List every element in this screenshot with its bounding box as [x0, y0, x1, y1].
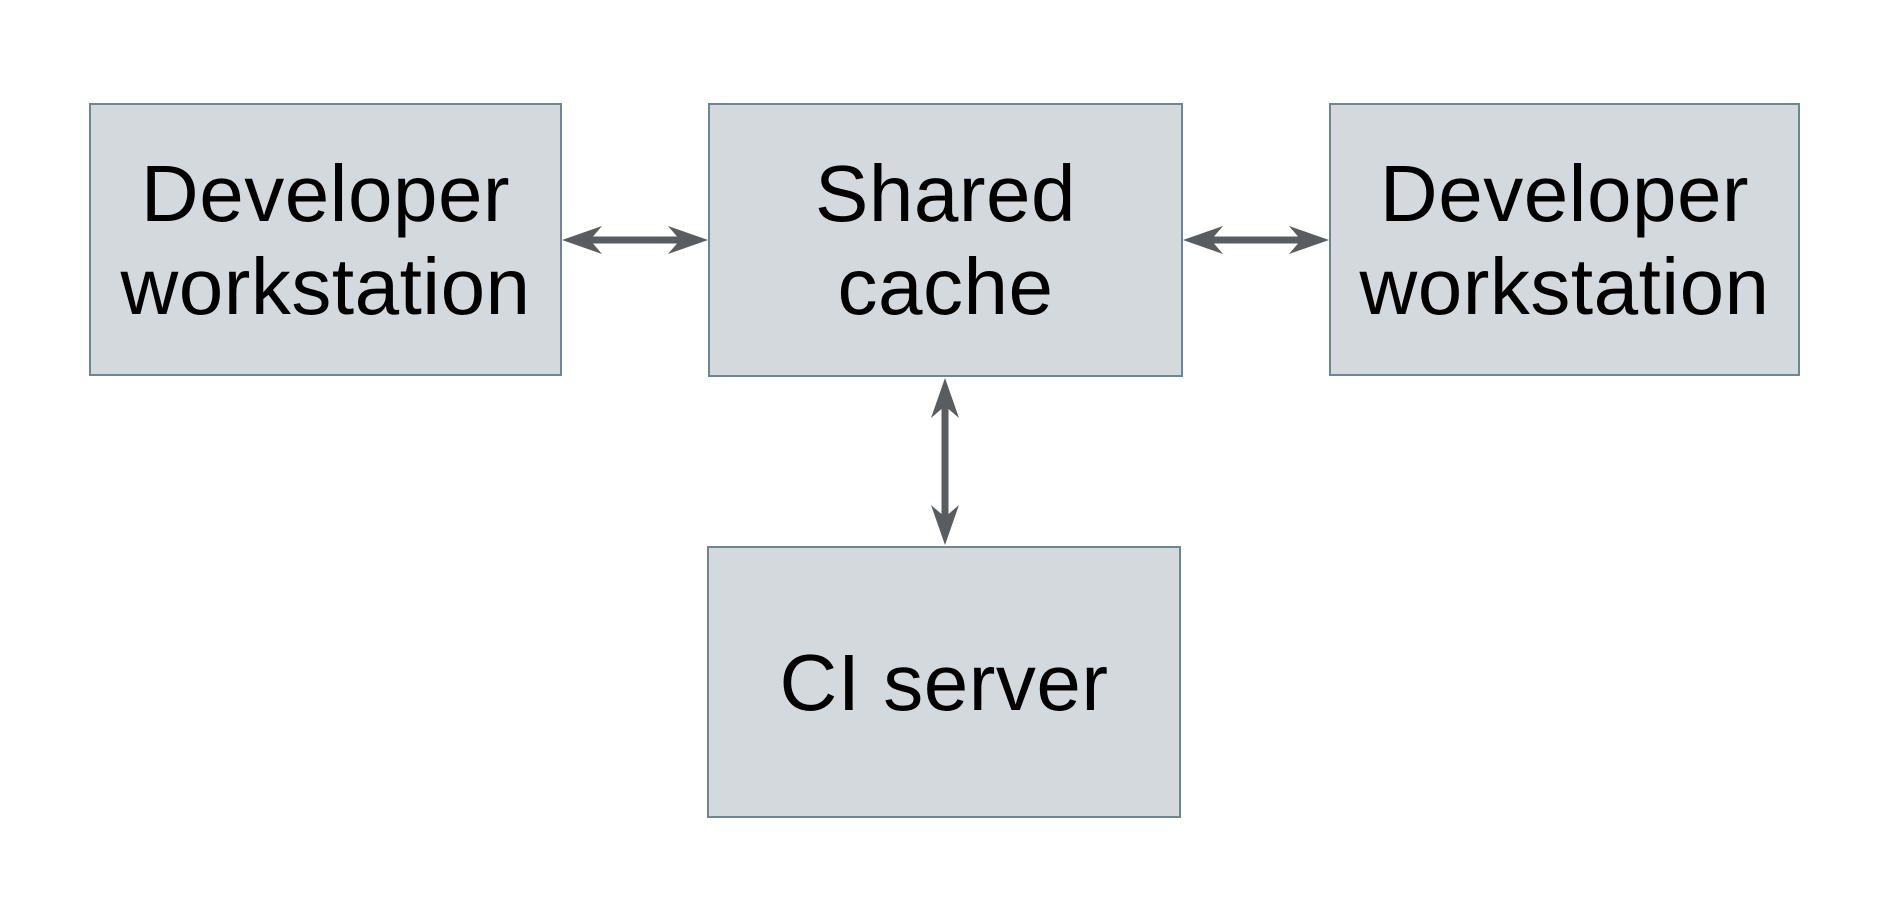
node-ci-server: CI server [707, 546, 1181, 818]
node-label-line: workstation [1359, 241, 1770, 331]
node-developer-workstation-right: Developer workstation [1329, 103, 1800, 376]
arrowhead-down-icon [931, 505, 959, 545]
arrowhead-right-icon [1289, 226, 1329, 254]
edge-sharedcache-devright [1183, 226, 1329, 254]
arrowhead-right-icon [668, 226, 708, 254]
edge-devleft-sharedcache [562, 226, 708, 254]
arrowhead-left-icon [562, 226, 602, 254]
node-label-line: workstation [120, 241, 531, 331]
node-label-line: Developer [140, 148, 511, 238]
node-label-line: CI server [779, 637, 1109, 727]
edge-sharedcache-ciserver [931, 378, 959, 545]
node-developer-workstation-left: Developer workstation [89, 103, 562, 376]
node-label-line: Developer [1379, 148, 1750, 238]
arrowhead-up-icon [931, 378, 959, 418]
node-label-line: cache [837, 242, 1054, 331]
node-label-line: Shared [815, 149, 1076, 238]
arrowhead-left-icon [1183, 226, 1223, 254]
node-shared-cache: Shared cache [708, 103, 1183, 377]
